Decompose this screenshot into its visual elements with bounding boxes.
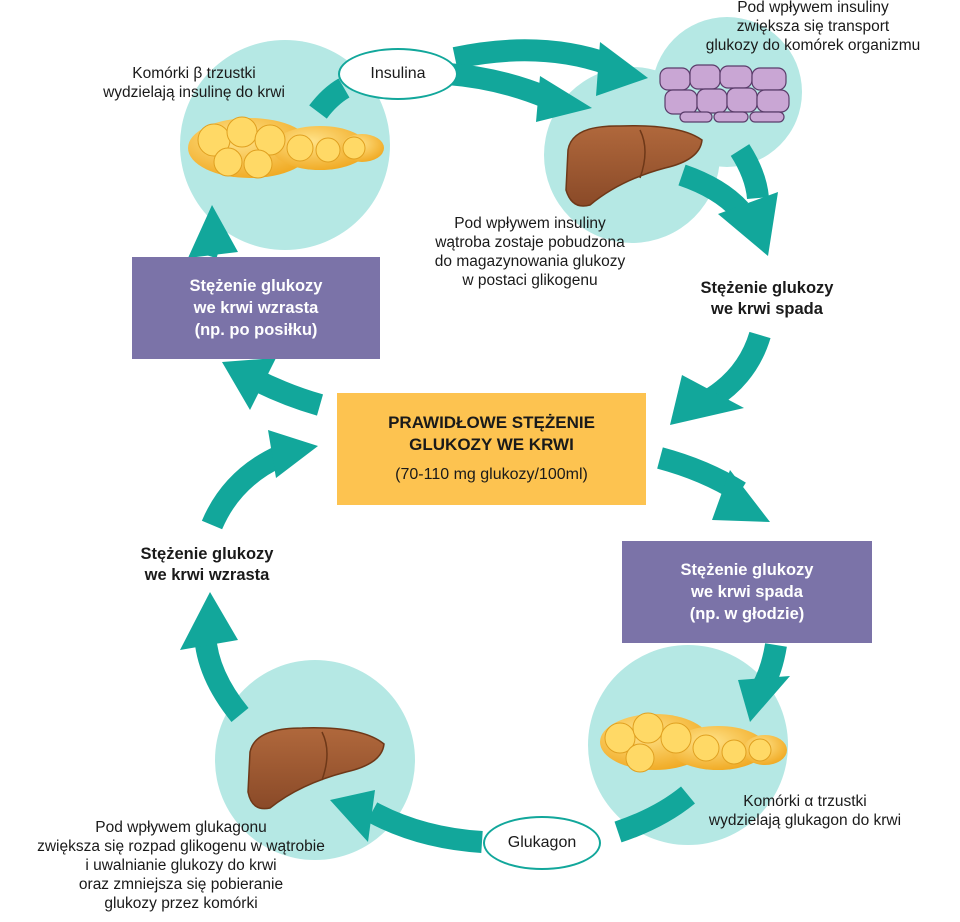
pancreas-icon (188, 116, 384, 179)
liver-icon (565, 125, 703, 207)
cells-circle (652, 17, 802, 167)
arrow-fall-to-center (705, 331, 771, 408)
normal-glucose-range: (70-110 mg glukozy/100ml) (395, 466, 588, 483)
normal-glucose-box: PRAWIDŁOWE STĘŻENIE GLUKOZY WE KRWI (70-… (337, 393, 646, 505)
glucose-rises-box: Stężenie glukozy we krwi wzrasta (np. po… (132, 257, 380, 359)
beta-cells-label: Komórki β trzustki wydzielają insulinę d… (103, 65, 285, 101)
transport-label: Pod wpływem insuliny zwiększa się transp… (705, 0, 921, 54)
body-cells-icon (659, 64, 790, 123)
arrow-insulin-to-liver (447, 63, 553, 109)
normal-glucose-title: PRAWIDŁOWE STĘŻENIE GLUKOZY WE KRWI (388, 413, 595, 454)
glycogenolysis-label: Pod wpływem glukagonu zwiększa się rozpa… (37, 819, 325, 912)
liver-storage-label: Pod wpływem insuliny wątroba zostaje pob… (434, 215, 626, 289)
liver-icon (247, 727, 385, 810)
pancreas-icon (600, 712, 787, 773)
alpha-cells-label: Komórki α trzustki wydzielają glukagon d… (708, 793, 902, 829)
cycle-arrows (194, 39, 787, 853)
glucagon-oval: Glukagon (483, 816, 601, 870)
arrow-cells-to-fall (730, 144, 769, 200)
glucose-falls-label: Stężenie glukozy we krwi spada (700, 279, 834, 318)
glucose-rises-label: Stężenie glukozy we krwi wzrasta (140, 545, 274, 584)
arrow-insulin-to-cells (452, 39, 612, 75)
glucose-falls-box: Stężenie glukozy we krwi spada (np. w gł… (622, 541, 872, 643)
arrow-pancreas-to-insulin (309, 78, 350, 119)
arrow-glucagon-to-liver (366, 802, 483, 853)
arrow-liver-to-fall (678, 164, 749, 218)
arrow-pancreas-to-glucagon (614, 786, 695, 843)
arrow-heads (180, 42, 790, 842)
arrow-rise-to-center (201, 446, 285, 530)
insulin-oval: Insulina (338, 48, 458, 100)
